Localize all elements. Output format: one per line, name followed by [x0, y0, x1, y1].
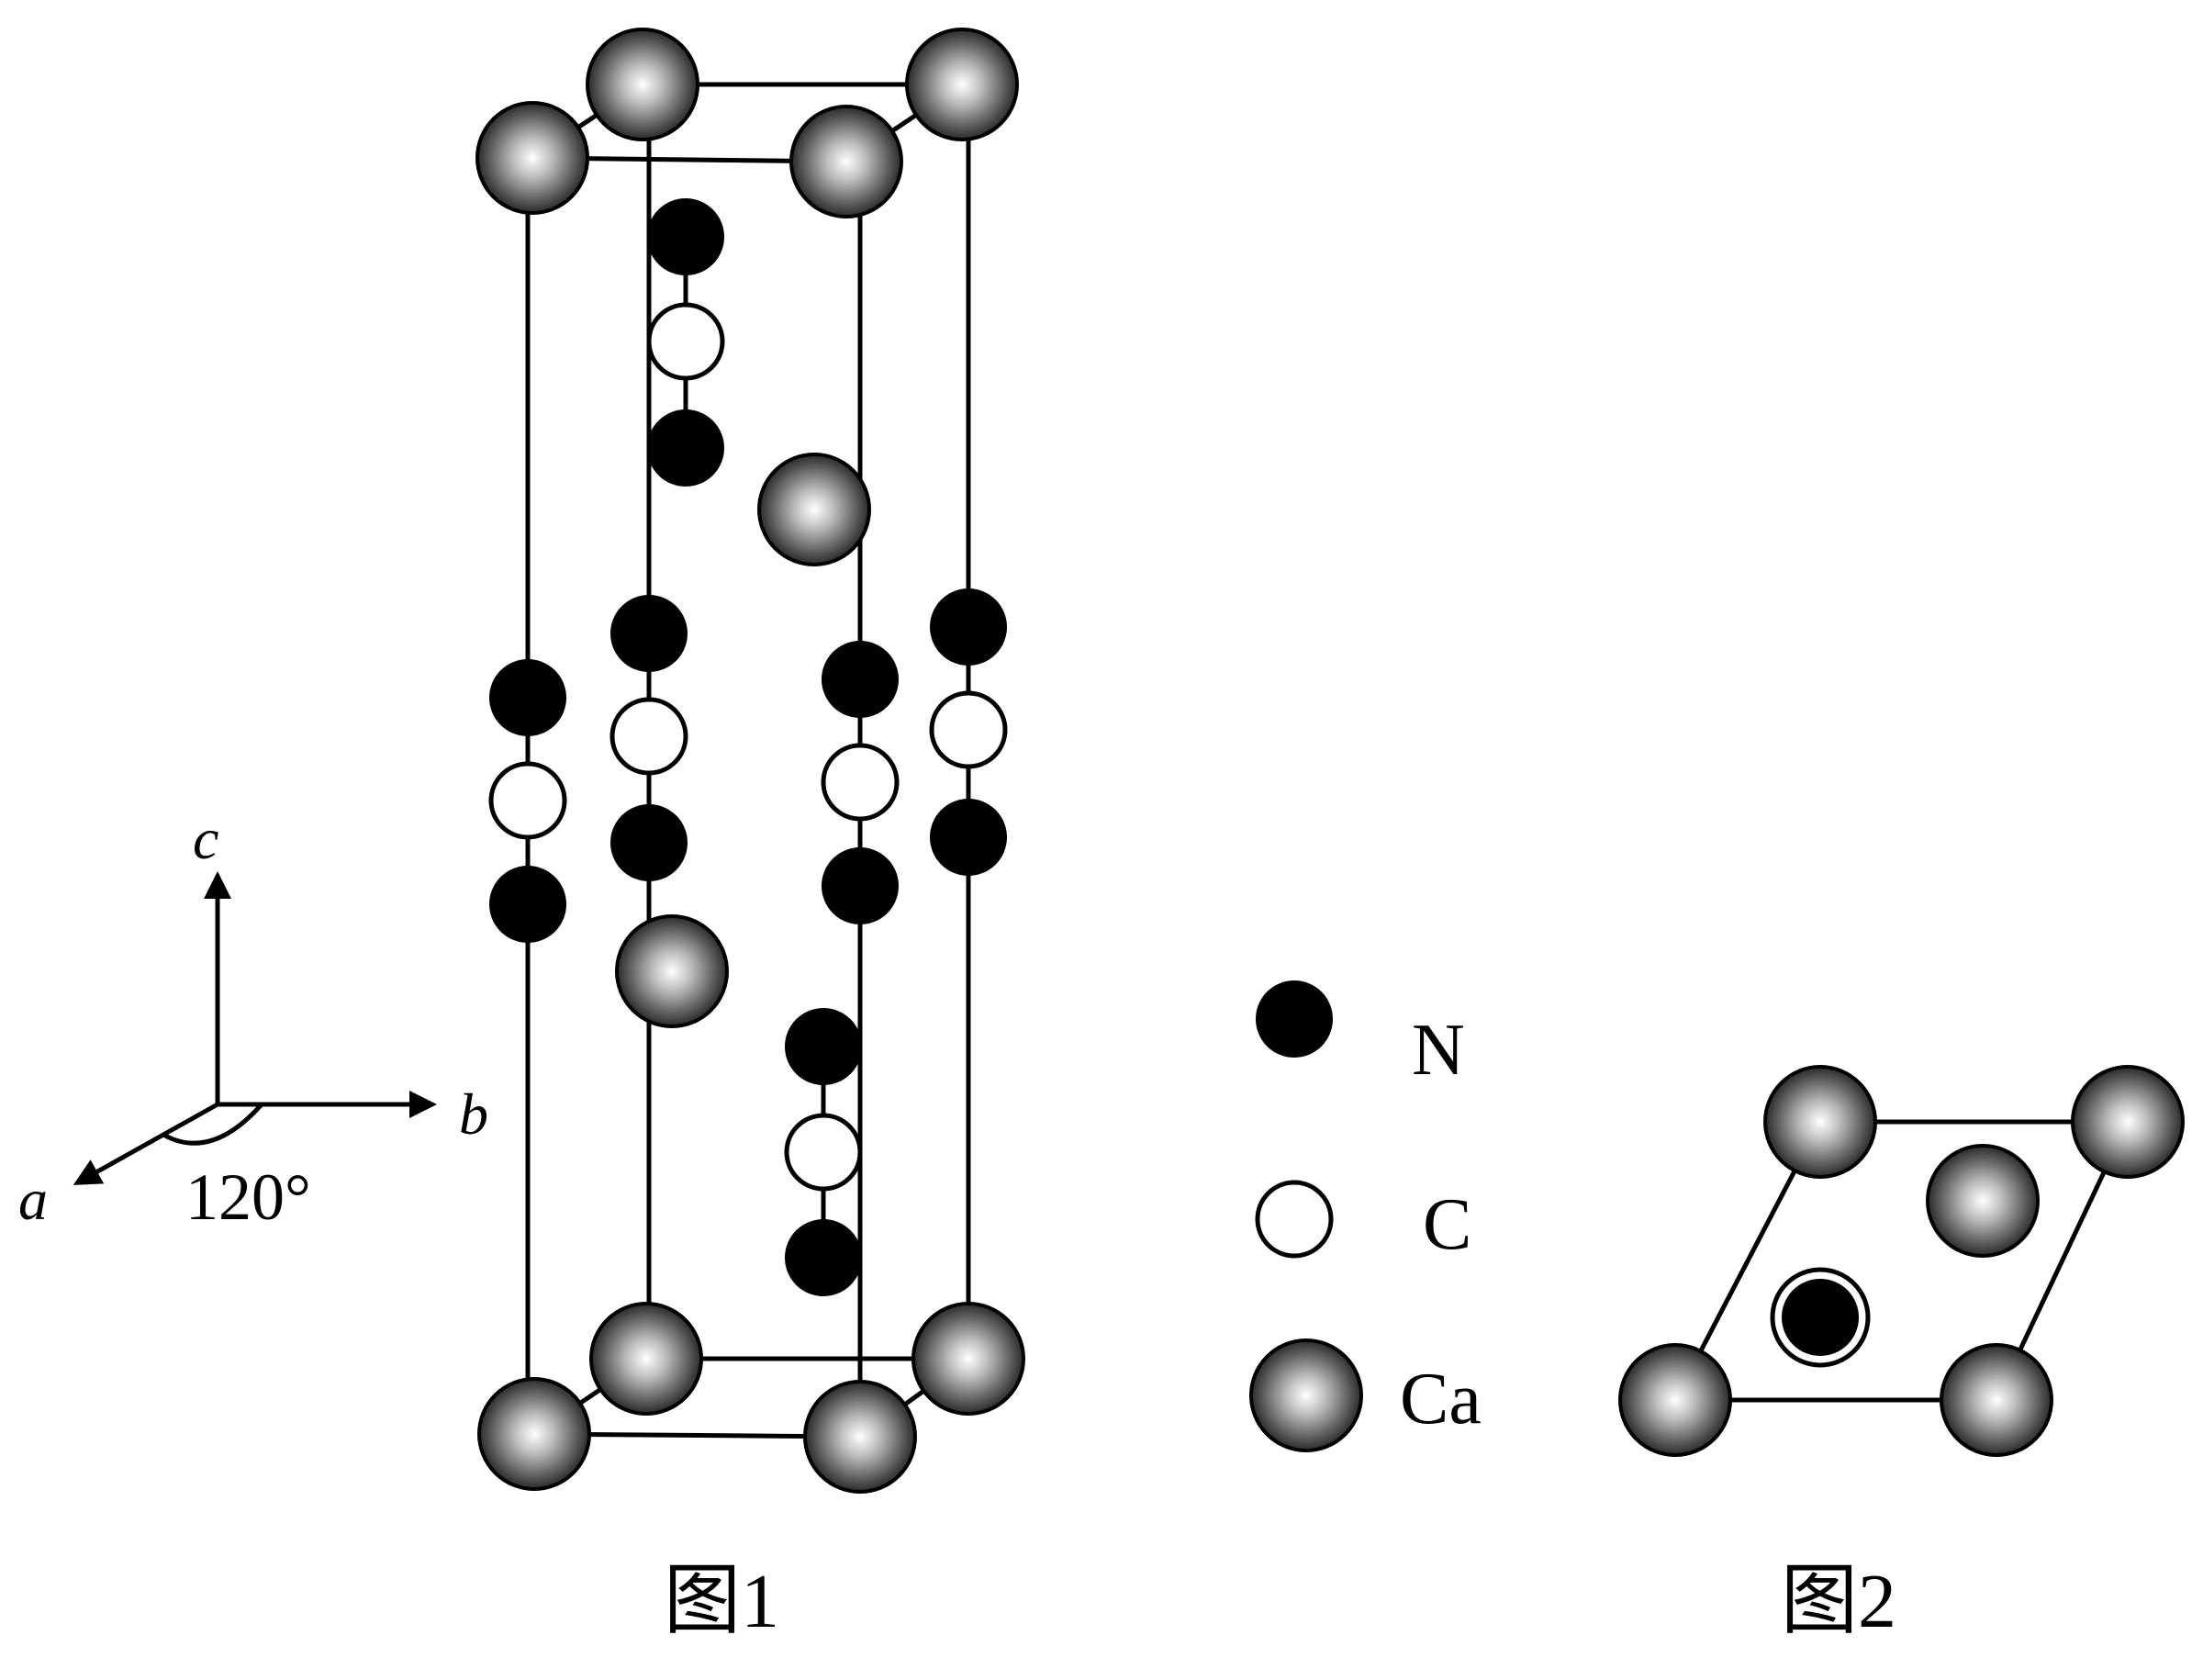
- a-axis-label: a: [18, 1167, 48, 1232]
- ca-atom-top-back-left: [586, 28, 699, 141]
- c-atom: [488, 761, 567, 840]
- legend-ca-label: Ca: [1400, 1359, 1482, 1439]
- legend-ca-marker: [1249, 1338, 1363, 1452]
- c-atom: [609, 697, 688, 776]
- legend-c-marker: [1255, 1180, 1334, 1259]
- ca-atom-bottom-front-right: [803, 1380, 917, 1494]
- ca-atom-corner-top-left: [1763, 1065, 1877, 1179]
- a-axis-arrow: [73, 1102, 219, 1185]
- n-atom: [822, 641, 899, 718]
- n-atom: [610, 804, 688, 881]
- angle-arc: [162, 1103, 263, 1146]
- c-atom: [646, 302, 725, 381]
- axes-indicator: c b a 120°: [18, 806, 488, 1234]
- b-axis-label: b: [459, 1081, 488, 1147]
- ca-atom-top-front-left: [475, 101, 589, 215]
- c-atom: [821, 743, 900, 822]
- n-atom: [785, 1008, 862, 1085]
- legend: N C Ca: [1249, 980, 1482, 1452]
- ca-atom-corner-bottom-right: [1940, 1343, 2053, 1457]
- n-atom: [610, 595, 688, 672]
- angle-label: 120°: [185, 1160, 311, 1234]
- ca-atom-corner-bottom-left: [1618, 1343, 1732, 1457]
- n-atom: [822, 847, 899, 924]
- n-atom: [930, 588, 1007, 666]
- n-atom: [785, 1219, 862, 1296]
- n-atom: [489, 659, 566, 736]
- ca-atom-top-front-right: [789, 105, 903, 218]
- ca-atom-projection-center: [1926, 1144, 2040, 1258]
- figure2-caption: 图2: [1781, 1559, 1896, 1644]
- legend-n-label: N: [1412, 1010, 1465, 1091]
- figure1-caption: 图1: [664, 1559, 779, 1644]
- ca-atom-corner-top-right: [2071, 1065, 2185, 1179]
- legend-c-label: C: [1423, 1184, 1471, 1265]
- c-axis-label: c: [193, 806, 218, 871]
- n-atom: [930, 799, 1007, 876]
- ca-atom-bottom-back-left: [589, 1302, 703, 1416]
- ca-atom-bottom-front-left: [477, 1377, 591, 1491]
- n-atom: [647, 198, 724, 275]
- figure1-unit-cell: [475, 28, 1025, 1494]
- ca-atom-bottom-back-right: [911, 1302, 1025, 1416]
- n-atom: [647, 409, 724, 487]
- ca-atom-interior-lower: [615, 914, 729, 1028]
- ca-atom-interior-upper: [757, 453, 871, 566]
- c-atom: [784, 1113, 863, 1192]
- ncn-group-projection: [1782, 1279, 1859, 1356]
- ca-atom-top-back-right: [905, 28, 1019, 141]
- c-atom: [929, 690, 1008, 769]
- projection-rhombus: [1671, 1119, 2131, 1403]
- legend-n-marker: [1256, 980, 1333, 1058]
- n-atom: [489, 866, 566, 943]
- figure2-projection: [1618, 1065, 2185, 1457]
